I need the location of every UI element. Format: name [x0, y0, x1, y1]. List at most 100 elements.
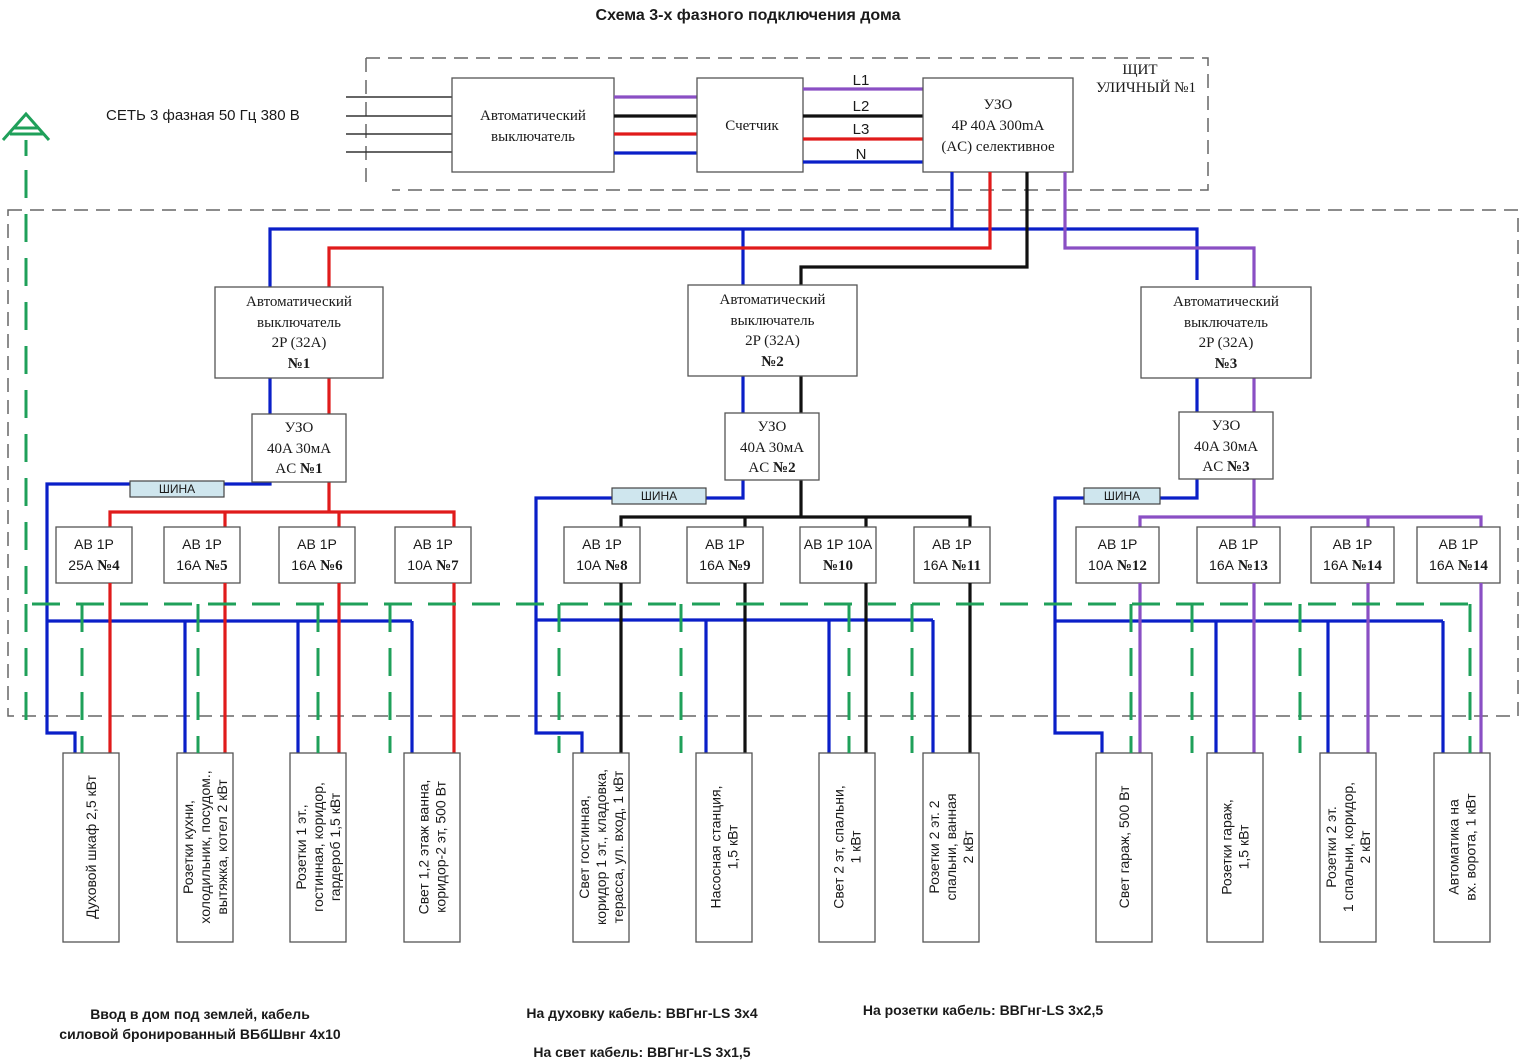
- supply-label: СЕТЬ 3 фазная 50 Гц 380 В: [106, 107, 300, 124]
- circuit-breaker-type: АВ 1Р: [1219, 536, 1259, 552]
- load-box[interactable]: [403, 752, 461, 943]
- load-box[interactable]: [289, 752, 347, 943]
- circuit-breaker-box[interactable]: [163, 526, 241, 584]
- load-box[interactable]: [176, 752, 234, 943]
- circuit-rating: 10А: [407, 557, 436, 573]
- circuit-breaker-box[interactable]: [394, 526, 472, 584]
- group-rcd-label: 40A 30мА: [740, 440, 804, 456]
- load-box[interactable]: [818, 752, 876, 943]
- load-label: Розетки гараж,1,5 кВт: [1219, 799, 1252, 895]
- street-panel-border: [365, 57, 1209, 191]
- circuit-breaker-box[interactable]: [799, 526, 877, 584]
- circuit-number: №11: [952, 558, 981, 574]
- circuit-breaker-rating: 16А №5: [176, 557, 227, 574]
- group-breaker-box[interactable]: [214, 286, 384, 379]
- group-breaker-label: Автоматический: [246, 294, 352, 310]
- group-rcd-type: AC: [1202, 459, 1227, 475]
- load-label-line: холодильник, посудом.,: [197, 770, 213, 923]
- load-label-line: 2 кВт: [1357, 830, 1373, 864]
- load-label-line: Духовой шкаф 2,5 кВт: [83, 775, 99, 919]
- group-rcd-label: 40A 30мА: [1194, 439, 1258, 455]
- wire-label-L3: L3: [853, 121, 870, 138]
- group-breaker-label: Автоматический: [720, 292, 826, 308]
- load-box[interactable]: [572, 752, 630, 943]
- circuit-breaker-type: АВ 1Р: [74, 536, 114, 552]
- circuit-number: №9: [728, 558, 751, 574]
- load-box[interactable]: [1319, 752, 1377, 943]
- circuit-№4: АВ 1Р 25А №4 Духовой шкаф 2,5 кВт: [45, 526, 133, 943]
- load-label-line: вытяжка, котел 2 кВт: [214, 779, 230, 915]
- main-rcd-box[interactable]: [922, 77, 1074, 173]
- group-rcd-box[interactable]: [251, 413, 347, 483]
- group-breaker-label: выключатель: [257, 315, 341, 331]
- circuit-breaker-box[interactable]: [1196, 526, 1281, 584]
- circuit-breaker-rating: 10А №8: [576, 557, 627, 574]
- load-label: Духовой шкаф 2,5 кВт: [83, 775, 99, 919]
- load-label-line: гардероб 1,5 кВт: [327, 792, 343, 901]
- load-label-line: Свет 1,2 этаж ванна,: [416, 780, 432, 915]
- circuit-breaker-type: АВ 1Р: [705, 536, 745, 552]
- main-breaker-label-2: выключатель: [491, 129, 575, 145]
- load-label: Розетки 2 эт.1 спальни, коридор,2 кВт: [1323, 782, 1373, 912]
- note-entry-line-1: Ввод в дом под землей, кабель: [90, 1006, 310, 1022]
- circuit-breaker-box[interactable]: [686, 526, 764, 584]
- meter-box[interactable]: [696, 77, 804, 173]
- neutral-bus-bar-label: ШИНА: [641, 489, 677, 503]
- main-breaker-box[interactable]: [451, 77, 615, 173]
- circuit-breaker-box[interactable]: [913, 526, 991, 584]
- circuit-breaker-box[interactable]: [278, 526, 356, 584]
- load-label-line: Розетки 2 эт.: [1323, 806, 1339, 887]
- circuit-breaker-box[interactable]: [1075, 526, 1160, 584]
- group-rcd-label: AC №3: [1202, 459, 1249, 475]
- neutral-bus-bar-label: ШИНА: [159, 482, 195, 496]
- main-rcd-label-3: (AC) селективное: [941, 139, 1055, 155]
- circuit-breaker-rating: 25А №4: [68, 557, 120, 574]
- group-rcd-label: УЗО: [1212, 418, 1241, 434]
- load-box[interactable]: [62, 752, 120, 943]
- load-label-line: коридор-2 эт, 500 Вт: [433, 781, 449, 913]
- circuit-breaker-box[interactable]: [563, 526, 641, 584]
- load-box[interactable]: [695, 752, 753, 943]
- wire-label-L2: L2: [853, 98, 870, 115]
- load-label: Свет 2 эт, спальни,1 кВт: [831, 785, 864, 908]
- group-rcd-label: УЗО: [285, 420, 314, 436]
- load-label-line: 1,5 кВт: [725, 824, 741, 869]
- house-panel-border: [7, 209, 1519, 717]
- group-breaker-number: №3: [1215, 356, 1238, 372]
- load-box[interactable]: [922, 752, 980, 943]
- load-label-line: Розетки 1 эт.,: [293, 804, 309, 889]
- group-breaker-box[interactable]: [1140, 286, 1312, 379]
- group-rcd-box[interactable]: [1178, 411, 1274, 480]
- group-rcd-box[interactable]: [724, 412, 820, 481]
- note-light-cable: На свет кабель: ВВГнг-LS 3x1,5: [533, 1044, 750, 1060]
- load-label-line: гостинная, коридор,: [310, 782, 326, 912]
- ground-tree-icon: [1, 111, 51, 156]
- load-label-line: Розетки 2 эт. 2: [926, 800, 942, 893]
- load-box[interactable]: [1433, 752, 1491, 943]
- circuit-breaker-rating: 10А №7: [407, 557, 459, 574]
- group-rcd-label: 40A 30мА: [267, 441, 331, 457]
- load-label-line: Свет гараж, 500 Вт: [1116, 785, 1132, 908]
- circuit-breaker-box[interactable]: [1310, 526, 1395, 584]
- load-label-line: Розетки гараж,: [1219, 799, 1235, 895]
- wire-neutral: [534, 620, 584, 753]
- circuit-breaker-type: АВ 1Р: [182, 536, 222, 552]
- circuit-rating: 16А: [1429, 557, 1458, 573]
- pe-ground-lines: [24, 170, 1472, 753]
- circuit-breaker-box[interactable]: [1416, 526, 1501, 584]
- group-rcd-label: AC №1: [275, 461, 322, 477]
- circuit-breaker-box[interactable]: [55, 526, 133, 584]
- load-box[interactable]: [1206, 752, 1264, 943]
- neutral-bus-bar: [1083, 487, 1161, 505]
- note-oven-cable: На духовку кабель: ВВГнг-LS 3x4: [526, 1005, 757, 1021]
- circuit-rating: 16А: [176, 557, 205, 573]
- load-box[interactable]: [1095, 752, 1153, 943]
- group-breaker-box[interactable]: [687, 284, 858, 377]
